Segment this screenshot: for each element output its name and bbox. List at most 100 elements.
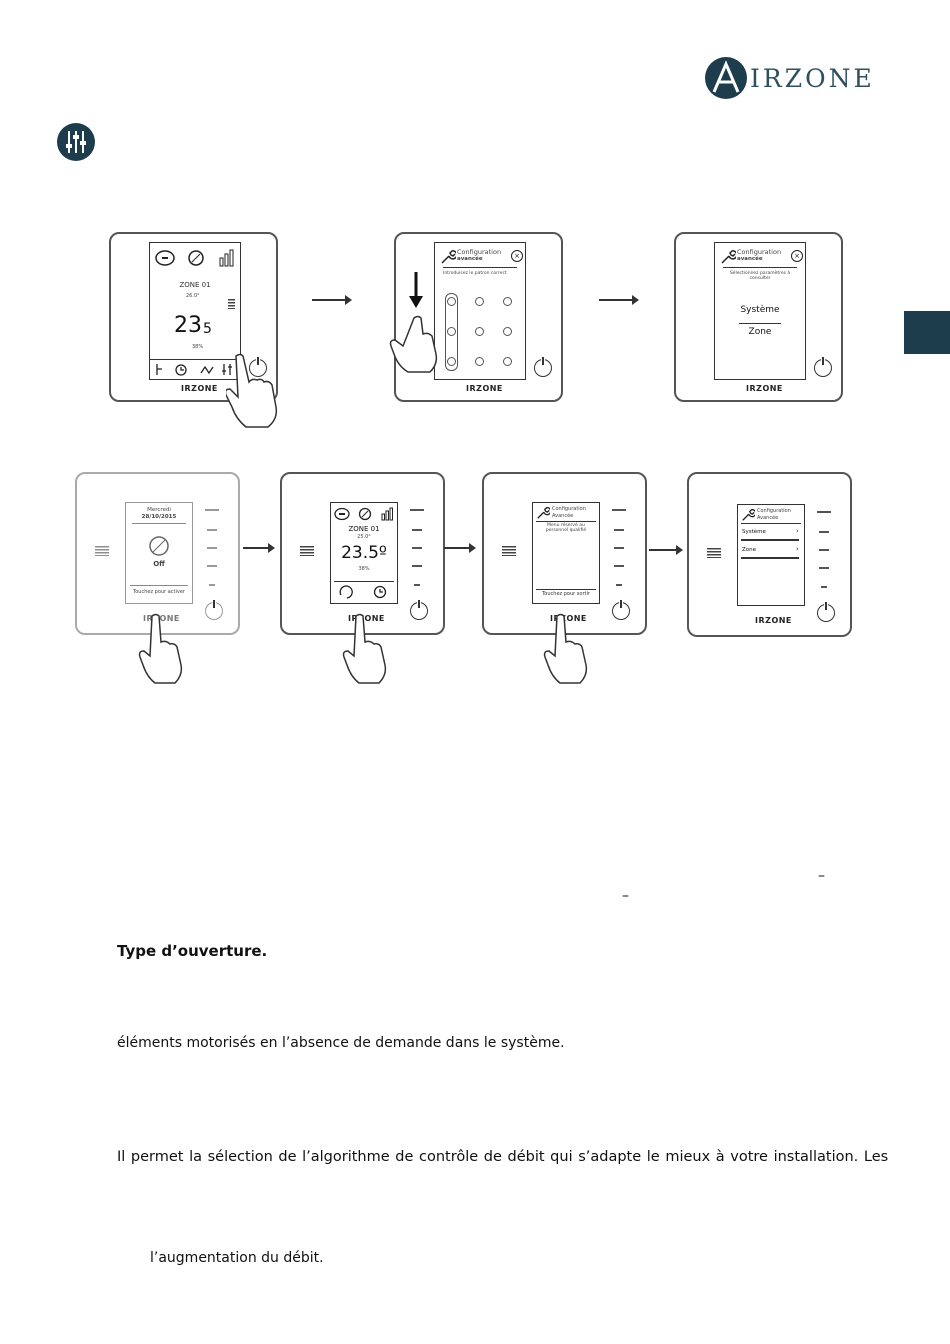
touch-key[interactable] <box>821 586 827 588</box>
swipe-hand-icon <box>389 272 438 373</box>
config-subtitle: Avancée <box>552 513 574 519</box>
pattern-dot[interactable] <box>503 327 512 336</box>
menu-icon[interactable] <box>707 548 721 558</box>
touch-key[interactable] <box>616 584 622 586</box>
touch-key[interactable] <box>614 529 624 531</box>
close-icon[interactable]: × <box>791 250 803 262</box>
pattern-dot[interactable] <box>475 357 484 366</box>
touch-key[interactable] <box>412 547 422 549</box>
touch-key[interactable] <box>209 584 215 586</box>
touch-key[interactable] <box>817 511 831 513</box>
chevron-right-icon: › <box>796 527 799 535</box>
paragraph-line: éléments motorisés en l’absence de deman… <box>117 1035 565 1051</box>
touch-key[interactable] <box>207 547 217 549</box>
pattern-dot[interactable] <box>447 297 456 306</box>
thermostat-off: Mercredi 28/10/2015 Off Touchez pour act… <box>75 472 240 635</box>
pattern-dot[interactable] <box>503 297 512 306</box>
touch-key[interactable] <box>614 565 624 567</box>
hand-pointer-icon <box>226 353 278 428</box>
pattern-dot[interactable] <box>503 357 512 366</box>
thermostat-restricted-menu: Configuration Avancée Menu réservé au pe… <box>482 472 647 635</box>
chevron-right-icon: › <box>796 545 799 553</box>
config-title: Configuration <box>757 508 791 514</box>
device-brand: IRZONE <box>755 616 792 625</box>
divider <box>130 585 188 586</box>
screen: Configuration Avancée Menu réservé au pe… <box>532 502 600 604</box>
screen: Configuration avancée × Introduisez le p… <box>434 242 526 380</box>
logo-text: IRZONE <box>750 64 875 93</box>
device-brand: IRZONE <box>181 384 218 393</box>
section-heading: Type d’ouverture. <box>117 942 268 960</box>
divider <box>150 359 240 360</box>
wrench-icon <box>537 507 550 519</box>
touch-key[interactable] <box>612 509 626 511</box>
touch-key[interactable] <box>819 567 829 569</box>
divider <box>536 589 596 590</box>
option-system[interactable]: Système <box>740 305 780 315</box>
pattern-dot[interactable] <box>475 297 484 306</box>
zone-name: ZONE 01 <box>179 281 211 289</box>
touch-key[interactable] <box>819 531 829 533</box>
config-title: Configuration <box>737 248 782 256</box>
touch-key[interactable] <box>205 509 219 511</box>
prompt-text: Sélectionnez paramètres à consulter <box>729 271 791 281</box>
hint-text: Touchez pour activer <box>133 589 185 595</box>
flow-arrow <box>444 544 476 552</box>
prompt-text: Introduisez le patron correct <box>443 271 507 276</box>
power-button[interactable] <box>534 356 552 377</box>
pattern-dot[interactable] <box>447 357 456 366</box>
touch-key[interactable] <box>207 529 217 531</box>
touch-key[interactable] <box>414 584 420 586</box>
power-button[interactable] <box>410 599 428 620</box>
setpoint: 25.0° <box>357 534 371 540</box>
menu-icon[interactable] <box>300 546 314 556</box>
divider <box>723 267 797 268</box>
screen: ZONE 01 25.0° 23.5º 38% <box>330 502 398 604</box>
screen: Mercredi 28/10/2015 Off Touchez pour act… <box>125 502 193 604</box>
bottom-icons <box>339 585 387 599</box>
humidity: 38% <box>192 344 204 350</box>
mode-icons <box>155 249 234 267</box>
menu-icon[interactable] <box>228 299 235 309</box>
config-subtitle: Avancée <box>757 515 779 521</box>
pattern-dot[interactable] <box>447 327 456 336</box>
close-icon[interactable]: × <box>511 250 523 262</box>
power-button[interactable] <box>249 356 267 377</box>
power-button[interactable] <box>612 599 630 620</box>
config-subtitle: avancée <box>457 256 483 262</box>
side-tab <box>904 311 950 354</box>
touch-key[interactable] <box>412 529 422 531</box>
touch-key[interactable] <box>207 565 217 567</box>
flow-arrow <box>312 296 352 304</box>
thermostat-advanced-config: Configuration avancée × Sélectionnez par… <box>674 232 843 402</box>
menu-icon[interactable] <box>502 546 516 556</box>
device-brand: IRZONE <box>746 384 783 393</box>
day: Mercredi <box>147 507 171 513</box>
power-button[interactable] <box>814 356 832 377</box>
divider <box>741 557 799 559</box>
touch-key[interactable] <box>819 549 829 551</box>
option-zone[interactable]: Zone <box>748 327 772 337</box>
pattern-dot[interactable] <box>475 327 484 336</box>
device-brand: IRZONE <box>143 614 180 623</box>
touch-key[interactable] <box>614 547 624 549</box>
hand-pointer-icon <box>342 613 387 684</box>
menu-icon[interactable] <box>95 546 109 556</box>
device-brand: IRZONE <box>550 614 587 623</box>
hand-pointer-icon <box>138 613 183 684</box>
power-button[interactable] <box>817 601 835 622</box>
airzone-logo: IRZONE <box>704 56 874 104</box>
settings-sliders-icon <box>57 123 95 161</box>
thermostat-pattern-entry: Configuration avancée × Introduisez le p… <box>394 232 563 402</box>
touch-key[interactable] <box>412 565 422 567</box>
prompt-text: Menu réservé au personnel qualifié <box>545 523 587 533</box>
thermostat-home: ZONE 01 26.0° 23 5 38% IRZONE <box>109 232 278 402</box>
option-system[interactable]: Système <box>742 529 766 535</box>
touch-key[interactable] <box>410 509 424 511</box>
screen: ZONE 01 26.0° 23 5 38% <box>149 242 241 380</box>
option-zone[interactable]: Zone <box>742 547 757 553</box>
power-button[interactable] <box>205 599 223 620</box>
paragraph-line: l’augmentation du débit. <box>150 1250 324 1266</box>
wrench-icon <box>742 509 755 521</box>
temperature: 23 <box>174 313 202 338</box>
